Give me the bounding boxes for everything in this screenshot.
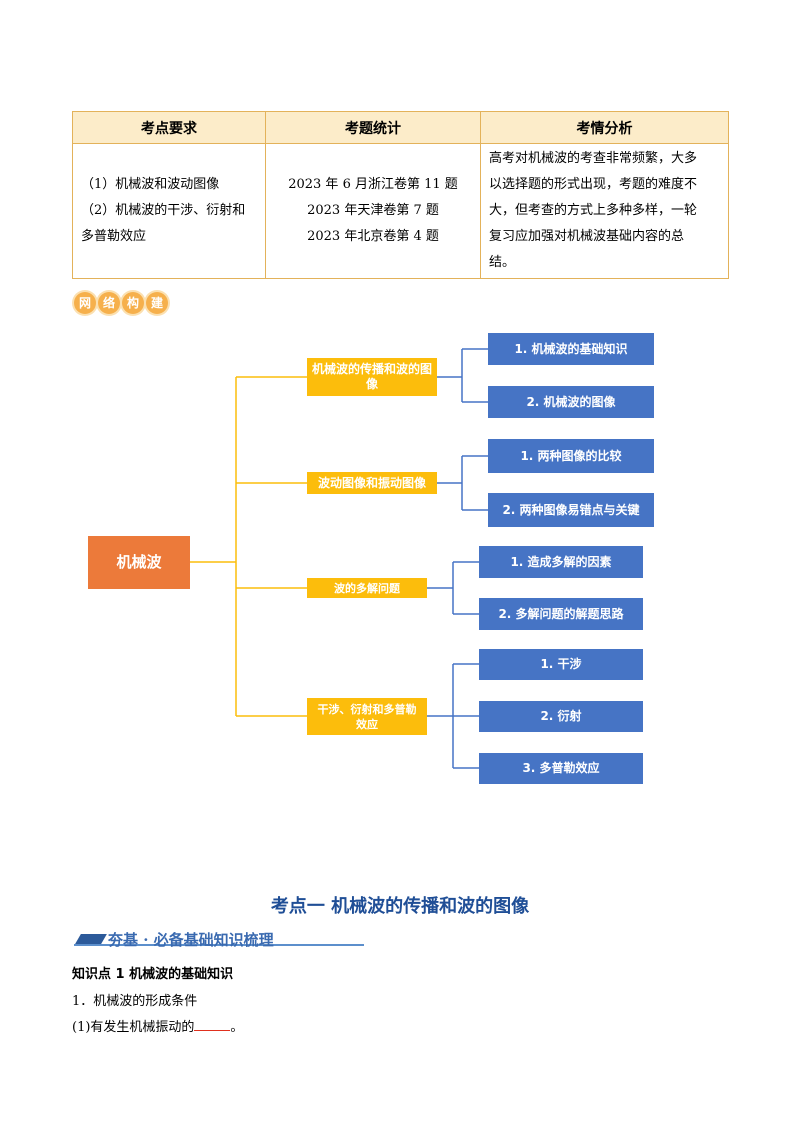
mindmap-branch-graphs: 波动图像和振动图像 — [307, 472, 437, 494]
network-section-badge: 网 络 构 建 — [74, 292, 170, 314]
analysis-line: 高考对机械波的考查非常频繁，大多 — [489, 151, 698, 166]
mindmap-leaf: 2. 两种图像易错点与关键 — [488, 493, 654, 527]
paragraph-prefix: (1)有发生机械振动的 — [72, 1020, 195, 1035]
statistics-cell: 2023 年 6 月浙江卷第 11 题 2023 年天津卷第 7 题 2023 … — [265, 143, 481, 279]
analysis-line: 以选择题的形式出现，考题的难度不 — [489, 177, 698, 192]
mindmap-leaf: 1. 干涉 — [479, 649, 643, 680]
analysis-line: 大，但考查的方式上多种多样，一轮 — [489, 203, 698, 218]
analysis-cell: 高考对机械波的考查非常频繁，大多 以选择题的形式出现，考题的难度不 大，但考查的… — [480, 143, 729, 279]
statistic-line: 2023 年天津卷第 7 题 — [307, 203, 439, 218]
mindmap-leaf: 2. 机械波的图像 — [488, 386, 654, 418]
header-requirements: 考点要求 — [72, 111, 266, 144]
mindmap-leaf: 1. 造成多解的因素 — [479, 546, 643, 578]
mindmap-leaf: 2. 多解问题的解题思路 — [479, 598, 643, 630]
requirement-line: 多普勒效应 — [81, 229, 147, 244]
banner-underline — [74, 944, 364, 946]
mindmap-branch-multisolution: 波的多解问题 — [307, 578, 427, 598]
badge-char: 网 — [74, 292, 96, 314]
answer-blank[interactable] — [194, 1018, 231, 1031]
mindmap-leaf: 1. 机械波的基础知识 — [488, 333, 654, 365]
mindmap-leaf: 1. 两种图像的比较 — [488, 439, 654, 473]
paragraph: 1．机械波的形成条件 — [72, 994, 198, 1009]
connector-group-2 — [437, 455, 488, 511]
banner-heading: 夯基 · 必备基础知识梳理 — [108, 931, 274, 949]
badge-char: 建 — [146, 292, 168, 314]
connector-group-1 — [437, 348, 488, 403]
badge-char: 构 — [122, 292, 144, 314]
connector-group-4 — [427, 663, 479, 769]
paragraph-suffix: 。 — [230, 1020, 244, 1035]
mindmap-branch-interference: 干涉、衍射和多普勒效应 — [307, 698, 427, 735]
leaf-connectors — [427, 348, 488, 769]
section-title: 考点一 机械波的传播和波的图像 — [270, 896, 530, 917]
knowledge-point-heading: 知识点 1 机械波的基础知识 — [72, 967, 234, 982]
badge-char: 络 — [98, 292, 120, 314]
requirement-line: （2）机械波的干涉、衍射和 — [81, 203, 246, 218]
paragraph-fill-blank: (1)有发生机械振动的 。 — [72, 1016, 243, 1035]
statistic-line: 2023 年北京卷第 4 题 — [307, 229, 439, 244]
root-connectors — [190, 376, 307, 717]
mindmap-leaf: 3. 多普勒效应 — [479, 753, 643, 784]
exam-requirements-table: 考点要求 考题统计 考情分析 （1）机械波和波动图像 （2）机械波的干涉、衍射和… — [72, 111, 729, 279]
requirements-cell: （1）机械波和波动图像 （2）机械波的干涉、衍射和 多普勒效应 — [72, 143, 266, 279]
requirement-line: （1）机械波和波动图像 — [81, 177, 220, 192]
analysis-line: 复习应加强对机械波基础内容的总 — [489, 229, 685, 244]
connector-group-3 — [427, 561, 479, 615]
mindmap-branch-propagation: 机械波的传播和波的图像 — [307, 358, 437, 396]
analysis-line: 结。 — [489, 255, 516, 270]
mindmap-root: 机械波 — [88, 536, 190, 589]
statistic-line: 2023 年 6 月浙江卷第 11 题 — [288, 177, 458, 192]
mindmap-leaf: 2. 衍射 — [479, 701, 643, 732]
